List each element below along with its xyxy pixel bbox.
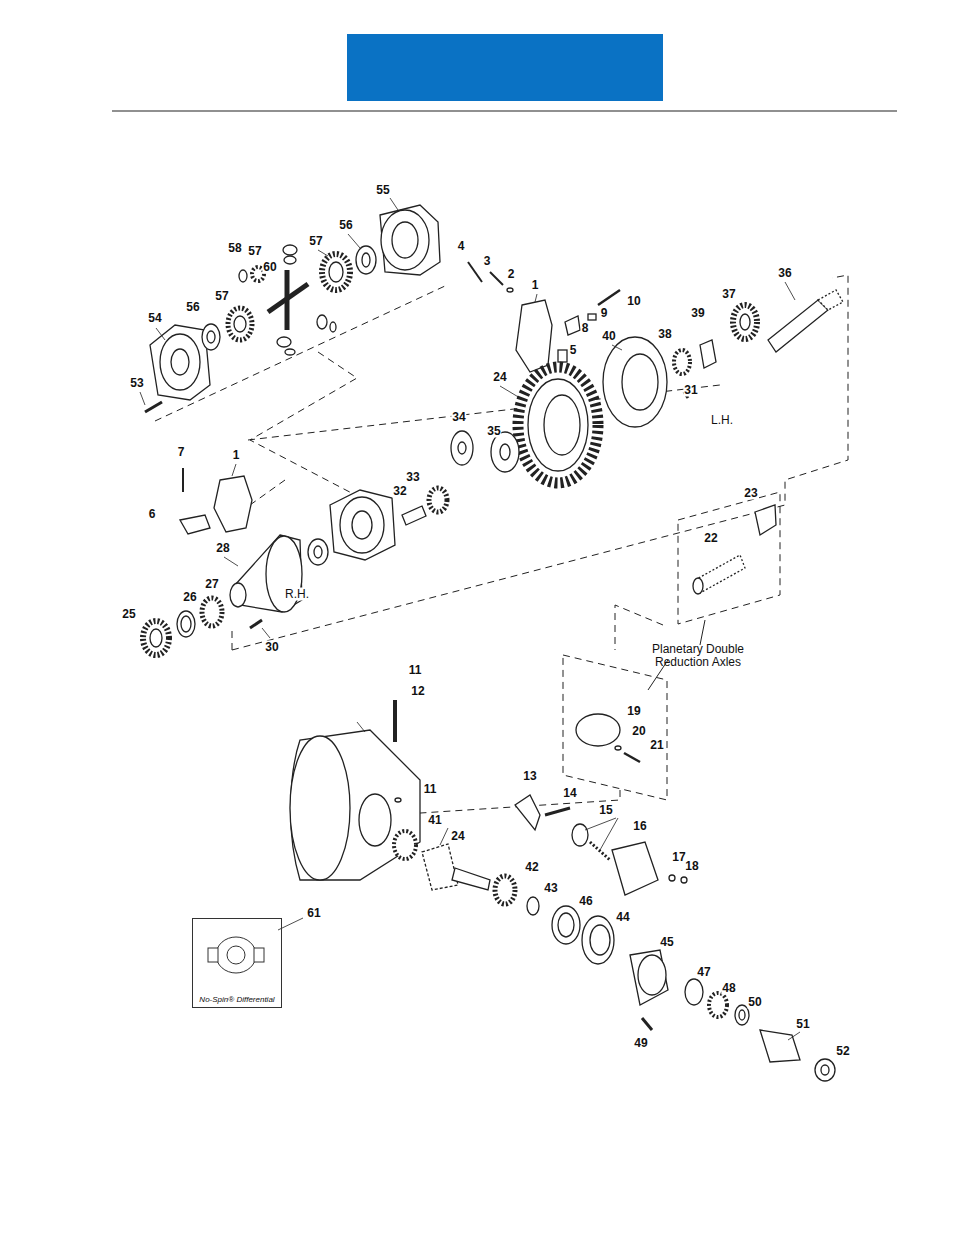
callout-number: 49 xyxy=(633,1037,648,1050)
callout-number: 55 xyxy=(375,184,390,197)
callout-number: 56 xyxy=(338,219,353,232)
callout-number: 58 xyxy=(227,242,242,255)
inset-picture xyxy=(208,937,264,973)
callout-number: 37 xyxy=(721,288,736,301)
callout-number: 24 xyxy=(492,371,507,384)
callout-number: 46 xyxy=(578,895,593,908)
callout-number: 47 xyxy=(696,966,711,979)
callout-number: 50 xyxy=(747,996,762,1009)
callout-number: 61 xyxy=(306,907,321,920)
callout-number: 57 xyxy=(214,290,229,303)
callout-number: 18 xyxy=(684,860,699,873)
callout-number: 52 xyxy=(835,1045,850,1058)
callout-number: 56 xyxy=(185,301,200,314)
callout-number: 53 xyxy=(129,377,144,390)
callout-number: 43 xyxy=(543,882,558,895)
callout-number: 28 xyxy=(215,542,230,555)
callout-number: 9 xyxy=(600,307,609,320)
callout-number: 24 xyxy=(450,830,465,843)
callout-number: 15 xyxy=(598,804,613,817)
callout-number: 14 xyxy=(562,787,577,800)
callout-number: 42 xyxy=(524,861,539,874)
callout-number: 60 xyxy=(262,261,277,274)
callout-number: 48 xyxy=(721,982,736,995)
leader-lines xyxy=(140,198,800,1040)
group-dashed-lines xyxy=(155,275,848,815)
side-label: L.H. xyxy=(710,414,734,427)
callout-number: 45 xyxy=(659,936,674,949)
callout-number: 13 xyxy=(522,770,537,783)
callout-number: 1 xyxy=(232,449,241,462)
callout-number: 11 xyxy=(408,664,423,677)
callout-number: 39 xyxy=(690,307,705,320)
group-note: Planetary Double Reduction Axles xyxy=(643,643,753,669)
header-bar xyxy=(112,34,897,111)
inset-caption: No-Spin® Differential xyxy=(193,995,281,1004)
callout-number: 51 xyxy=(795,1018,810,1031)
callout-number: 36 xyxy=(777,267,792,280)
callout-number: 30 xyxy=(264,641,279,654)
callout-number: 44 xyxy=(615,911,630,924)
callout-number: 20 xyxy=(631,725,646,738)
callout-number: 34 xyxy=(451,411,466,424)
callout-number: 7 xyxy=(177,446,186,459)
callout-number: 40 xyxy=(601,330,616,343)
callout-number: 41 xyxy=(427,814,442,827)
callout-number: 1 xyxy=(531,279,540,292)
callout-number: 32 xyxy=(392,485,407,498)
callout-number: 6 xyxy=(148,508,157,521)
callout-number: 33 xyxy=(405,471,420,484)
callout-number: 3 xyxy=(483,255,492,268)
callout-number: 25 xyxy=(121,608,136,621)
housing-and-pinion-parts xyxy=(290,700,835,1081)
callout-number: 35 xyxy=(486,425,501,438)
callout-number: 10 xyxy=(626,295,641,308)
callout-number: 23 xyxy=(743,487,758,500)
inset-box: No-Spin® Differential xyxy=(192,918,282,1008)
planetary-parts xyxy=(576,505,776,762)
callout-number: 5 xyxy=(569,344,578,357)
callout-number: 26 xyxy=(182,591,197,604)
side-label: R.H. xyxy=(284,588,310,601)
differential-carrier-parts xyxy=(143,205,843,655)
callout-number: 16 xyxy=(632,820,647,833)
callout-number: 57 xyxy=(308,235,323,248)
callout-number: 12 xyxy=(410,685,425,698)
callout-number: 38 xyxy=(657,328,672,341)
callout-number: 57 xyxy=(247,245,262,258)
callout-number: 19 xyxy=(626,705,641,718)
callout-number: 8 xyxy=(581,322,590,335)
callout-number: 27 xyxy=(204,578,219,591)
callout-number: 4 xyxy=(457,240,466,253)
callout-number: 2 xyxy=(507,268,516,281)
callout-number: 22 xyxy=(703,532,718,545)
callout-number: 54 xyxy=(147,312,162,325)
callout-number: 21 xyxy=(649,739,664,752)
callout-number: 31 xyxy=(683,384,698,397)
callout-number: 11 xyxy=(423,783,438,796)
